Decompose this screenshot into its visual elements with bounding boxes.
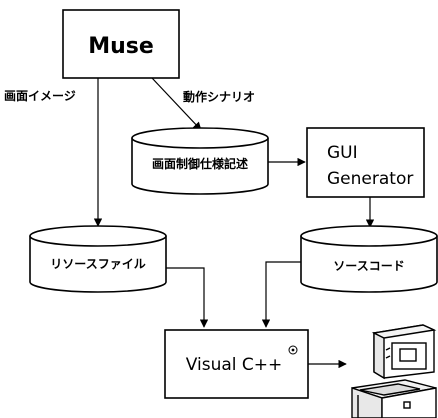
gui-generator-box: GUI Generator: [306, 127, 425, 198]
registered-mark-icon: [288, 345, 298, 355]
visual-cpp-box: Visual C++: [164, 329, 309, 399]
terminal-machine-icon: [351, 324, 437, 418]
arrow-resource-to-visualcpp: [166, 267, 209, 328]
gui-generator-label-line1: GUI: [327, 143, 358, 163]
muse-box: Muse: [62, 9, 180, 79]
arrow-muse-to-spec: [151, 77, 202, 131]
arrow-source-to-visualcpp: [261, 261, 301, 328]
action-scenario-label: 動作シナリオ: [183, 89, 255, 104]
screen-spec-cylinder: 画面制御仕様記述: [131, 127, 269, 195]
screen-image-label: 画面イメージ: [4, 89, 76, 103]
screen-spec-label: 画面制御仕様記述: [152, 156, 248, 171]
muse-label: Muse: [88, 34, 154, 59]
source-code-cylinder: ソースコード: [300, 225, 438, 293]
visual-cpp-label: Visual C++: [186, 355, 283, 375]
source-code-label: ソースコード: [333, 259, 404, 273]
resource-file-cylinder: リソースファイル: [29, 225, 167, 293]
gui-generator-label-line2: Generator: [327, 169, 413, 189]
resource-file-label: リソースファイル: [50, 257, 145, 271]
